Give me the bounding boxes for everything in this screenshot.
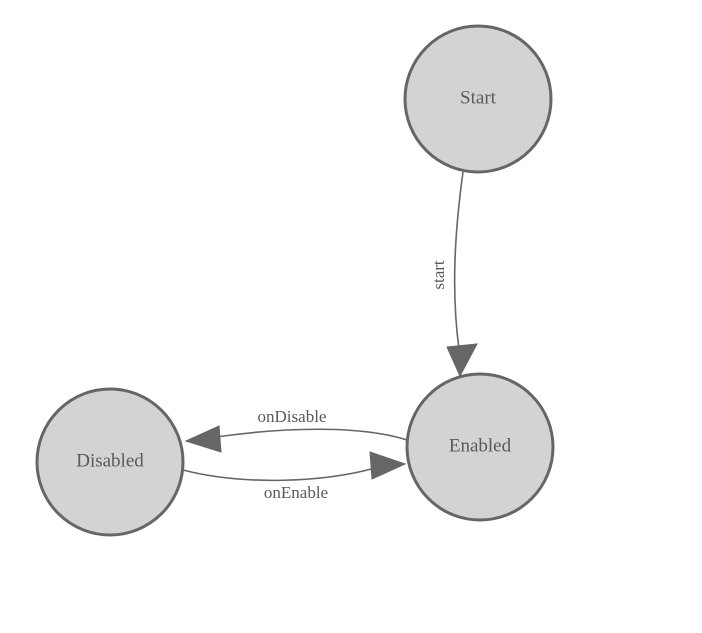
edge-label-start: start	[429, 260, 448, 290]
node-enabled-label: Enabled	[449, 435, 512, 456]
edge-disabled-to-enabled-path	[182, 467, 376, 482]
edge-start-to-enabled-path	[453, 171, 464, 350]
node-start-circle	[403, 24, 553, 174]
node-start[interactable]: Start	[403, 24, 553, 174]
edge-enabled-to-disabled-path	[215, 428, 411, 442]
node-enabled[interactable]: Enabled	[405, 372, 555, 522]
edge-label-on-enable: onEnable	[264, 483, 328, 502]
node-disabled[interactable]: Disabled	[35, 387, 185, 537]
node-disabled-label: Disabled	[76, 450, 144, 471]
arrowhead-down-icon	[446, 343, 478, 378]
node-start-label: Start	[460, 87, 497, 108]
edge-enabled-to-disabled[interactable]: onDisable	[184, 407, 411, 453]
arrowhead-right-icon	[369, 451, 407, 480]
edge-disabled-to-enabled[interactable]: onEnable	[182, 451, 407, 502]
node-enabled-circle	[405, 372, 555, 522]
node-disabled-circle	[35, 387, 185, 537]
edge-start-to-enabled[interactable]: start	[429, 171, 478, 378]
arrowhead-left-icon	[184, 425, 222, 453]
edge-label-on-disable: onDisable	[258, 407, 327, 426]
